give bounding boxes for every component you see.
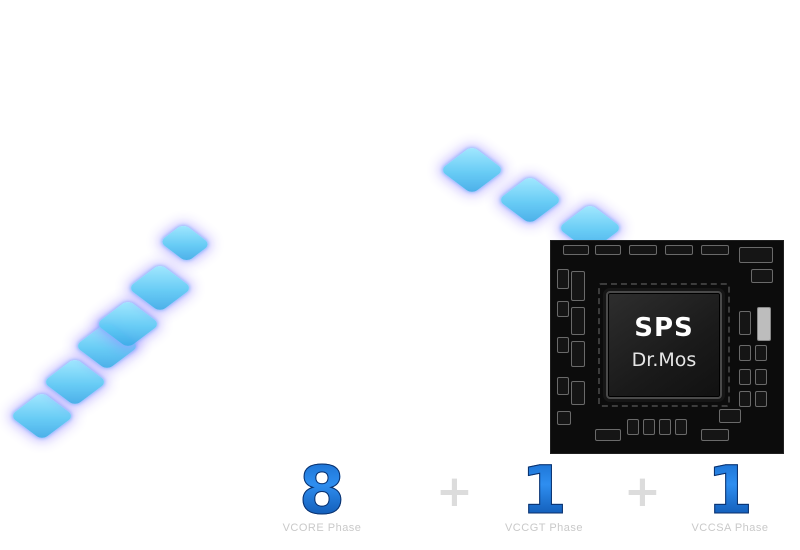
smd-component [675,419,687,435]
smd-component [557,301,569,317]
vcore-phase-count: 8 [262,457,382,524]
smd-component [629,245,657,255]
phase-cube-icon [159,223,211,263]
vccgt-phase: 1 VCCGT Phase [484,457,604,534]
smd-component [739,369,751,385]
circuit-board: SPS Dr.Mos [550,240,784,454]
smd-component [571,307,585,335]
plus-sign-1: + [436,466,473,517]
smd-component [739,247,773,263]
smd-component [757,307,771,341]
smd-component [755,391,767,407]
smd-component [571,341,585,367]
vcore-phase-label: VCORE Phase [282,522,362,534]
smd-component [659,419,671,435]
phase-cube-icon [439,145,505,195]
smd-component [751,269,773,283]
smd-component [557,269,569,289]
vccgt-phase-count: 1 [484,457,604,524]
vccsa-phase-label: VCCSA Phase [691,522,769,534]
smd-component [739,345,751,361]
smd-component [557,411,571,425]
smd-component [739,311,751,335]
smd-component [627,419,639,435]
plus-sign-2: + [624,466,661,517]
smd-component [755,345,767,361]
vccsa-phase: 1 VCCSA Phase [670,457,790,534]
smd-component [755,369,767,385]
smd-component [557,337,569,353]
smd-component [571,271,585,301]
sps-drmos-chip: SPS Dr.Mos [598,283,730,407]
phase-cube-icon [127,263,193,313]
smd-component [595,429,621,441]
smd-component [701,429,729,441]
smd-component [665,245,693,255]
smd-component [571,381,585,405]
chip-title: SPS [634,313,694,343]
smd-component [595,245,621,255]
vccsa-phase-count: 1 [670,457,790,524]
smd-component [563,245,589,255]
smd-component [557,377,569,395]
smd-component [643,419,655,435]
chip-subtitle: Dr.Mos [631,349,697,371]
vcore-phase: 8 VCORE Phase [262,457,382,534]
smd-component [701,245,729,255]
vccgt-phase-label: VCCGT Phase [504,522,584,534]
phase-cube-icon [497,175,563,225]
smd-component [719,409,741,423]
smd-component [739,391,751,407]
